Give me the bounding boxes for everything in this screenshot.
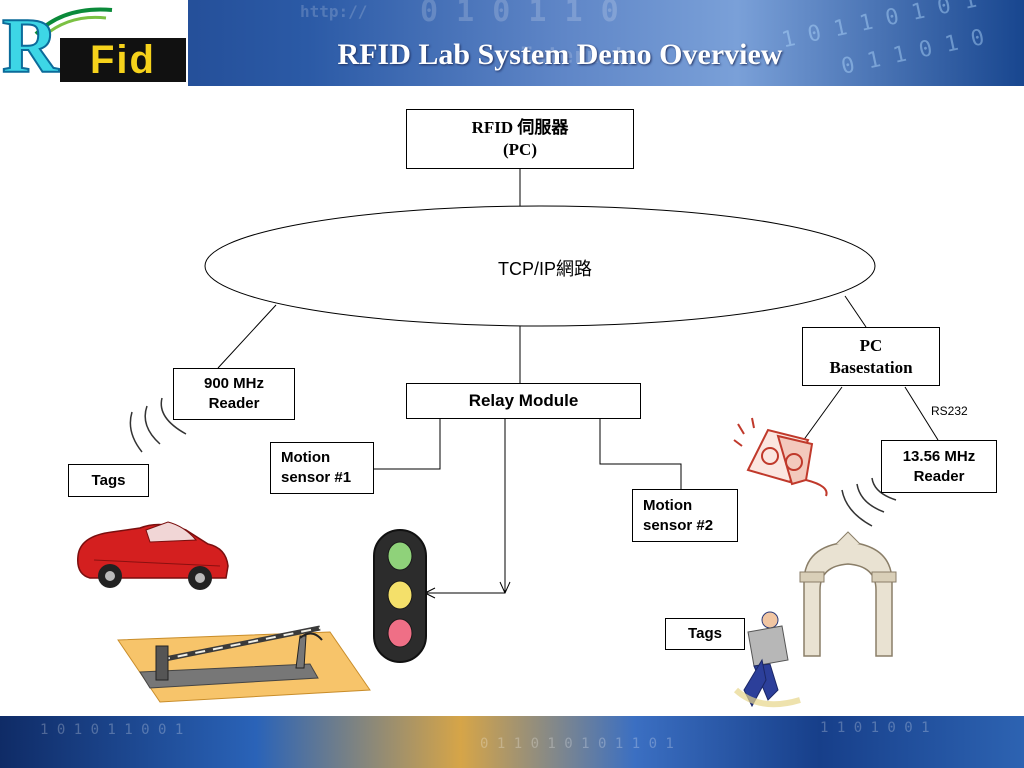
tags-left-box: Tags [68, 464, 149, 497]
motion-sensor-1-label: Motion [281, 449, 331, 466]
parking-barrier-illustration [117, 625, 371, 703]
pc-basestation-sublabel: Basestation [829, 357, 913, 377]
tags-right-label: Tags [688, 625, 722, 642]
alarm-device-illustration [733, 417, 828, 497]
motion-sensor-2-label: Motion [643, 496, 693, 514]
motion-sensor-2-sublabel: sensor #2 [643, 516, 714, 534]
rfid-server-sublabel: (PC) [503, 140, 537, 159]
tags-left-label: Tags [91, 471, 126, 489]
tcp-ip-network-ellipse [204, 205, 876, 327]
reader-1356mhz-label: 13.56 MHz [902, 447, 976, 465]
relay-module-label: Relay Module [468, 391, 579, 410]
rfid-logo: R Fid [0, 0, 188, 86]
header-banner: 0 1 0 1 1 0 1 0 1 1 0 1 0 1 0 1 1 0 1 0 … [0, 0, 1024, 86]
relay-motion2-link [599, 418, 682, 489]
relay-motion1-link [373, 418, 441, 470]
reader-900mhz-box: 900 MHz Reader [173, 368, 295, 420]
motion-sensor-1-sublabel: sensor #1 [281, 469, 352, 486]
rfid-wave-icon-left [129, 397, 187, 453]
network-reader900-link [217, 304, 277, 369]
basestation-reader1356-link [904, 386, 939, 441]
relay-trafficlight-link [425, 418, 506, 594]
logo-swoosh-icon [34, 7, 113, 38]
logo-text: Fid [60, 38, 186, 82]
reader-900mhz-sublabel: Reader [208, 395, 260, 412]
reader-900mhz-label: 900 MHz [203, 375, 265, 392]
reader-1356mhz-sublabel: Reader [913, 467, 965, 485]
tags-right-box: Tags [665, 618, 745, 650]
rs232-label: RS232 [931, 404, 968, 418]
tcp-ip-network-label: TCP/IP網路 [498, 259, 593, 279]
relay-module-box: Relay Module [406, 383, 641, 419]
motion-sensor-2-box: Motion sensor #2 [632, 489, 738, 542]
basestation-alarm-link [799, 386, 843, 446]
traffic-light-illustration [373, 529, 427, 663]
footer-banner: 1 0 1 0 1 1 0 0 1 0 1 1 0 1 0 1 0 1 1 0 … [0, 716, 1024, 768]
page-title: RFID Lab System Demo Overview [337, 38, 783, 71]
rfid-server-label: RFID 伺服器 [471, 118, 569, 137]
archway-gate-illustration [799, 531, 897, 657]
rfid-wave-icon-right [841, 477, 897, 527]
pc-basestation-box: PC Basestation [802, 327, 940, 386]
rfid-server-box: RFID 伺服器 (PC) [406, 109, 634, 169]
delivery-person-illustration [733, 611, 801, 708]
network-basestation-link [844, 295, 867, 328]
network-diagram [77, 168, 939, 708]
car-illustration [77, 521, 229, 590]
logo-initial: R [1, 2, 59, 86]
motion-sensor-1-box: Motion sensor #1 [270, 442, 374, 494]
reader-1356mhz-box: 13.56 MHz Reader [881, 440, 997, 493]
pc-basestation-label: PC [859, 335, 883, 355]
